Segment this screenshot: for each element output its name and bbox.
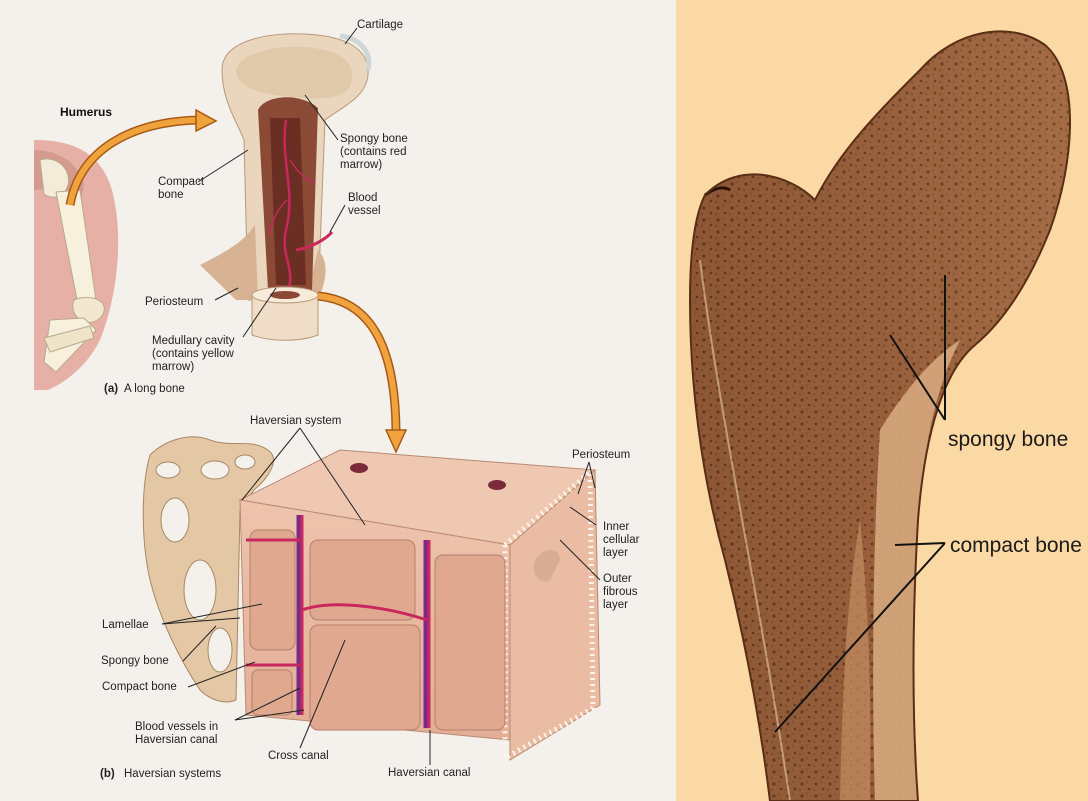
label-medullary-2: (contains yellow [152,348,235,360]
label-haversian-canal: Haversian canal [388,767,470,779]
label-photo-compact-bone: compact bone [950,534,1082,557]
label-cross-canal: Cross canal [268,750,329,762]
label-blood-vessel-2: vessel [348,205,381,217]
label-outer-3: layer [603,599,628,611]
label-compact-bone-1: Compact [158,176,205,188]
label-lamellae: Lamellae [102,619,149,631]
label-blood-vessels-2: Haversian canal [135,734,217,746]
label-spongy-bone-3: marrow) [340,159,382,171]
label-periosteum-a: Periosteum [145,296,203,308]
caption-a-letter: (a) [104,383,118,395]
label-blood-vessel-1: Blood [348,192,377,204]
label-periosteum-b: Periosteum [572,449,630,461]
label-medullary-1: Medullary cavity [152,335,235,347]
label-spongy-bone-1: Spongy bone [340,133,408,145]
label-humerus: Humerus [60,105,112,119]
caption-b-text: Haversian systems [124,768,221,780]
label-cartilage: Cartilage [357,19,403,31]
label-inner-3: layer [603,547,628,559]
label-medullary-3: marrow) [152,361,194,373]
label-outer-2: fibrous [603,586,638,598]
label-outer-1: Outer [603,573,632,585]
caption-b-letter: (b) [100,768,115,780]
label-inner-1: Inner [603,521,629,533]
label-inner-2: cellular [603,534,640,546]
label-haversian-system: Haversian system [250,415,341,427]
label-photo-spongy-bone: spongy bone [948,428,1068,451]
label-blood-vessels-1: Blood vessels in [135,721,218,733]
label-spongy-bone-b: Spongy bone [101,655,169,667]
label-compact-bone-b: Compact bone [102,681,177,693]
label-spongy-bone-2: (contains red [340,146,406,158]
caption-a-text: A long bone [124,383,185,395]
label-compact-bone-2: bone [158,189,184,201]
